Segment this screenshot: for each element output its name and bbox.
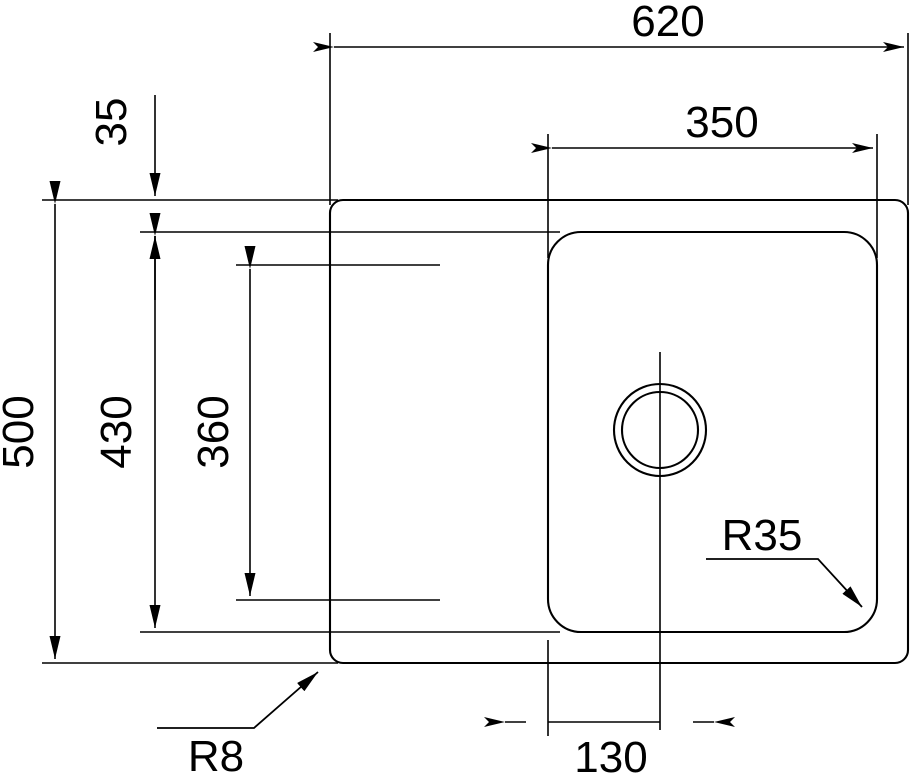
leader-r8 xyxy=(157,671,319,729)
leader-r35 xyxy=(706,558,863,608)
sink-bowl-outline xyxy=(546,230,879,634)
extension-lines xyxy=(42,33,909,736)
sink-body-outline xyxy=(328,198,910,665)
